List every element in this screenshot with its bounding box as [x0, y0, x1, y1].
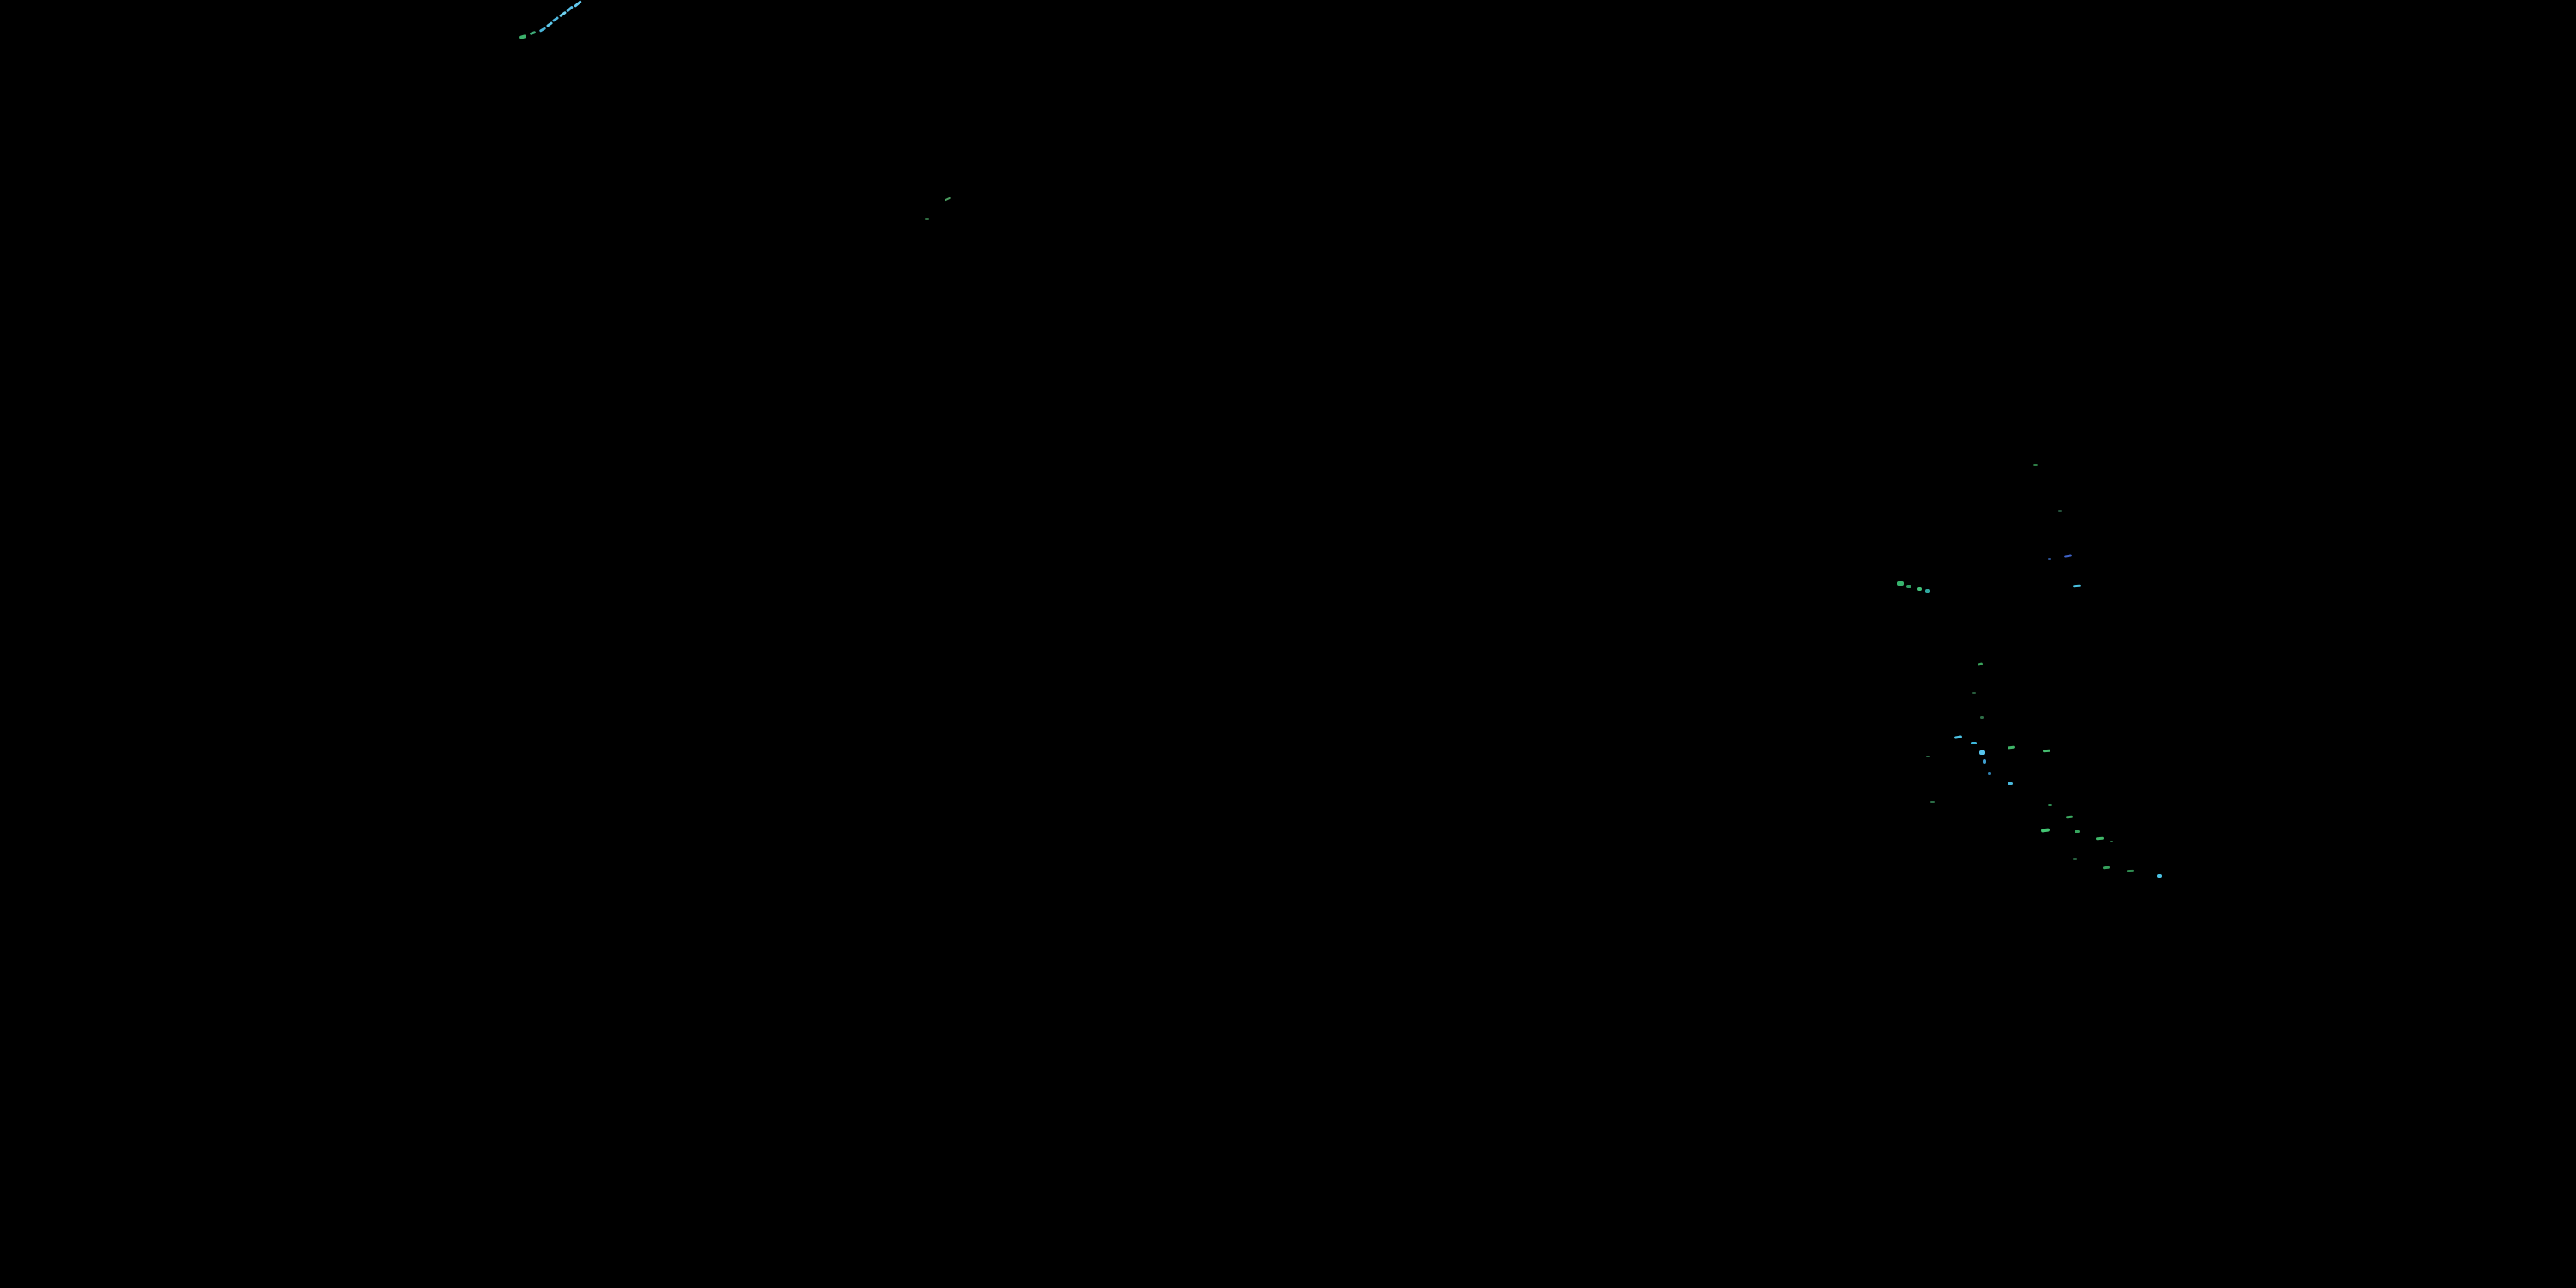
map-marker — [1925, 589, 1930, 593]
map-marker — [1953, 735, 1963, 739]
map-marker — [2048, 804, 2052, 806]
map-marker — [1971, 742, 1977, 744]
map-marker — [2040, 828, 2050, 833]
map-marker — [545, 21, 554, 28]
map-marker — [2157, 874, 2162, 878]
map-marker — [538, 27, 547, 33]
map-marker — [2072, 584, 2081, 588]
map-marker — [519, 34, 527, 39]
map-marker — [1972, 692, 1976, 694]
map-marker — [1977, 662, 1984, 666]
map-marker — [2063, 554, 2073, 558]
map-marker — [925, 218, 929, 220]
map-marker — [2033, 464, 2038, 466]
map-marker — [2008, 782, 2013, 785]
map-marker — [1917, 587, 1922, 591]
map-marker — [2048, 558, 2051, 560]
map-marker — [1979, 750, 1985, 755]
map-marker — [529, 30, 537, 36]
map-marker — [2126, 869, 2135, 872]
map-marker — [2102, 866, 2111, 870]
map-marker — [1980, 716, 1984, 719]
map-marker — [1983, 759, 1986, 764]
map-marker — [2065, 815, 2074, 819]
map-marker — [1906, 585, 1911, 588]
map-marker — [2095, 836, 2105, 841]
map-marker — [2042, 749, 2051, 753]
map-marker — [2075, 830, 2080, 833]
map-marker — [944, 197, 951, 202]
map-marker — [1897, 581, 1904, 586]
map-marker — [1926, 756, 1930, 757]
map-marker — [2073, 858, 2077, 860]
map-marker — [551, 15, 560, 23]
map-marker — [1988, 772, 1991, 775]
map-marker — [2110, 841, 2113, 842]
map-marker — [566, 5, 574, 13]
map-marker — [2007, 745, 2016, 750]
map-marker — [558, 10, 568, 18]
map-marker — [2058, 510, 2062, 512]
map-marker — [1930, 801, 1935, 803]
map-marker — [574, 0, 582, 8]
